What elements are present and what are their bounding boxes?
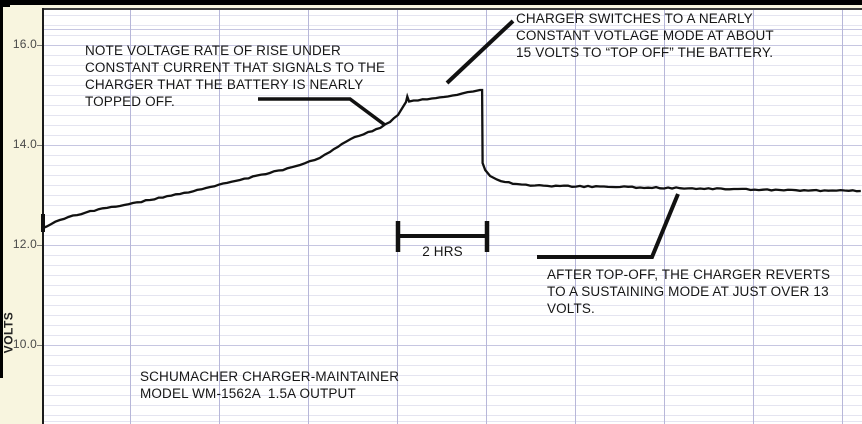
left-border-bar [0,0,3,378]
annotation-after-topoff: AFTER TOP-OFF, THE CHARGER REVERTS TO A … [547,267,831,316]
y-tick-mark [37,45,42,46]
y-tick-label-16: 16.0 [12,37,37,51]
annotation-note-rate-of-rise: NOTE VOLTAGE RATE OF RISE UNDER CONSTANT… [85,43,386,109]
y-tick-mark [37,245,42,246]
y-tick-label-12: 12.0 [12,237,37,251]
y-tick-label-10: 10.0 [12,337,37,351]
plot-top-border [42,8,862,10]
annotation-model-caption: SCHUMACHER CHARGER-MAINTAINER MODEL WM-1… [140,369,400,401]
y-axis-title: VOLTS [1,311,16,354]
y-tick-label-14: 14.0 [12,137,37,151]
annotation-charger-switches: CHARGER SWITCHES TO A NEARLY CONSTANT VO… [516,11,774,60]
left-border-corner [0,0,10,7]
y-tick-mark [37,145,42,146]
scale-bar-label: 2 HRS [422,244,463,259]
y-axis-line [42,8,44,424]
top-border-bar [0,0,862,5]
y-tick-mark [37,345,42,346]
